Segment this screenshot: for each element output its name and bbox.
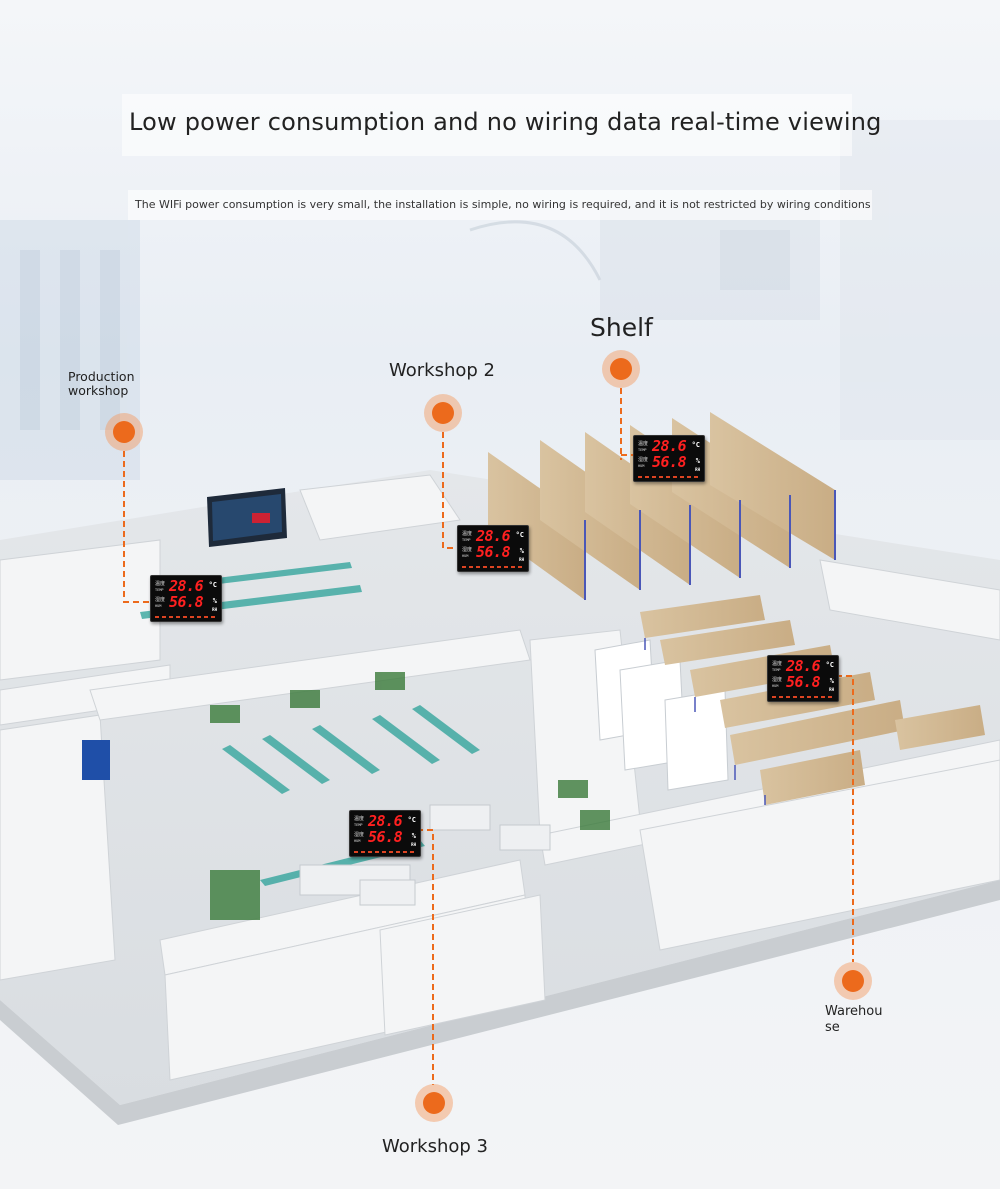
page-title: Low power consumption and no wiring data… bbox=[129, 108, 882, 136]
temp-label: 温度 bbox=[354, 816, 365, 822]
marker-shelf bbox=[602, 350, 640, 388]
subtitle-backdrop bbox=[128, 190, 872, 220]
hum-unit: % bbox=[411, 832, 416, 840]
workstations bbox=[210, 672, 610, 920]
hum-unit-sub: RH bbox=[212, 607, 217, 612]
hum-unit: % bbox=[519, 547, 524, 555]
hum-unit: % bbox=[695, 457, 700, 465]
room-walls bbox=[0, 474, 1000, 1081]
temp-sub-label: TEMP bbox=[155, 588, 164, 592]
display-status-row bbox=[462, 566, 524, 568]
display-status-row bbox=[638, 476, 700, 478]
humidity-value: 56.8 bbox=[786, 673, 821, 691]
connector-lines bbox=[123, 388, 854, 1085]
storage-units bbox=[594, 639, 729, 791]
temperature-value: 28.6 bbox=[476, 527, 511, 545]
hum-sub-label: HUM bbox=[638, 464, 645, 468]
marker-production-workshop bbox=[105, 413, 143, 451]
sensor-display-workshop-3: 温度 TEMP 28.6 °C 湿度 HUM 56.8 % RH bbox=[349, 810, 421, 857]
temp-label: 温度 bbox=[772, 661, 783, 667]
temp-unit: °C bbox=[691, 441, 700, 449]
temp-label: 温度 bbox=[155, 581, 166, 587]
sensor-display-warehouse: 温度 TEMP 28.6 °C 湿度 HUM 56.8 % RH bbox=[767, 655, 839, 702]
temp-sub-label: TEMP bbox=[354, 823, 363, 827]
temp-unit: °C bbox=[825, 661, 834, 669]
display-status-row bbox=[354, 851, 416, 853]
temp-sub-label: TEMP bbox=[638, 448, 647, 452]
humidity-value: 56.8 bbox=[368, 828, 403, 846]
humidity-value: 56.8 bbox=[476, 543, 511, 561]
wall-monitor bbox=[207, 488, 287, 547]
smt-machines bbox=[299, 804, 551, 906]
sensor-display-workshop-2: 温度 TEMP 28.6 °C 湿度 HUM 56.8 % RH bbox=[457, 525, 529, 572]
hum-unit-sub: RH bbox=[411, 842, 416, 847]
temp-label: 温度 bbox=[638, 441, 649, 447]
display-status-row bbox=[155, 616, 217, 618]
hum-label: 湿度 bbox=[638, 457, 649, 463]
tall-racking bbox=[488, 412, 836, 600]
humidity-value: 56.8 bbox=[169, 593, 204, 611]
marker-workshop-2 bbox=[424, 394, 462, 432]
title-backdrop bbox=[122, 94, 852, 156]
temp-label: 温度 bbox=[462, 531, 473, 537]
temperature-value: 28.6 bbox=[786, 657, 821, 675]
temp-unit: °C bbox=[515, 531, 524, 539]
marker-warehouse bbox=[834, 962, 872, 1000]
hum-sub-label: HUM bbox=[155, 604, 162, 608]
sensor-display-shelf: 温度 TEMP 28.6 °C 湿度 HUM 56.8 % RH bbox=[633, 435, 705, 482]
hum-label: 湿度 bbox=[772, 677, 783, 683]
temperature-value: 28.6 bbox=[652, 437, 687, 455]
humidity-value: 56.8 bbox=[652, 453, 687, 471]
label-warehouse: Warehou se bbox=[825, 1004, 883, 1035]
temp-unit: °C bbox=[407, 816, 416, 824]
hum-sub-label: HUM bbox=[462, 554, 469, 558]
marker-workshop-3 bbox=[415, 1084, 453, 1122]
page-subtitle: The WIFi power consumption is very small… bbox=[135, 198, 871, 211]
hum-label: 湿度 bbox=[462, 547, 473, 553]
label-shelf: Shelf bbox=[590, 313, 653, 342]
temp-unit: °C bbox=[208, 581, 217, 589]
hum-unit-sub: RH bbox=[829, 687, 834, 692]
hum-sub-label: HUM bbox=[772, 684, 779, 688]
hum-label: 湿度 bbox=[155, 597, 166, 603]
hum-unit: % bbox=[829, 677, 834, 685]
temp-sub-label: TEMP bbox=[462, 538, 471, 542]
temperature-value: 28.6 bbox=[169, 577, 204, 595]
hum-unit: % bbox=[212, 597, 217, 605]
hum-label: 湿度 bbox=[354, 832, 365, 838]
hum-unit-sub: RH bbox=[695, 467, 700, 472]
temperature-value: 28.6 bbox=[368, 812, 403, 830]
sensor-display-production: 温度 TEMP 28.6 °C 湿度 HUM 56.8 % RH bbox=[150, 575, 222, 622]
display-status-row bbox=[772, 696, 834, 698]
label-workshop-3: Workshop 3 bbox=[382, 1136, 488, 1157]
label-production-workshop: Production workshop bbox=[68, 369, 135, 398]
hum-sub-label: HUM bbox=[354, 839, 361, 843]
label-workshop-2: Workshop 2 bbox=[389, 360, 495, 381]
temp-sub-label: TEMP bbox=[772, 668, 781, 672]
blue-cabinet bbox=[82, 740, 110, 780]
background-factory-photo bbox=[0, 120, 1000, 480]
hum-unit-sub: RH bbox=[519, 557, 524, 562]
